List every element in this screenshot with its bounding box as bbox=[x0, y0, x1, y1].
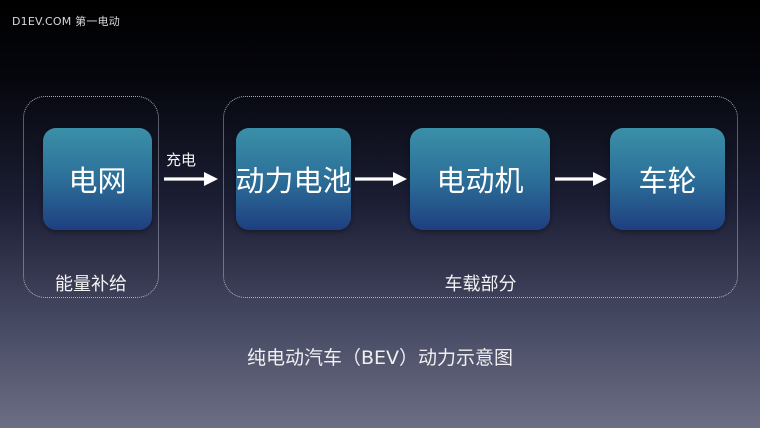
energy-supply-group bbox=[23, 96, 159, 298]
arrow-motor-to-wheel bbox=[555, 171, 607, 187]
node-power-battery: 动力电池 bbox=[236, 128, 352, 230]
diagram-caption: 纯电动汽车（BEV）动力示意图 bbox=[246, 347, 514, 369]
energy-supply-label: 能量补给 bbox=[55, 274, 127, 295]
onboard-label: 车载部分 bbox=[444, 274, 517, 295]
watermark: D1EV.COM 第一电动 bbox=[12, 15, 120, 28]
arrow-battery-to-motor bbox=[355, 171, 407, 187]
edge-label-charge: 充电 bbox=[166, 151, 197, 169]
node-electric-motor: 电动机 bbox=[410, 128, 550, 230]
node-wheel: 车轮 bbox=[610, 128, 725, 230]
onboard-group bbox=[223, 96, 738, 298]
node-power-grid: 电网 bbox=[43, 128, 152, 230]
arrow-grid-to-battery bbox=[164, 171, 218, 187]
